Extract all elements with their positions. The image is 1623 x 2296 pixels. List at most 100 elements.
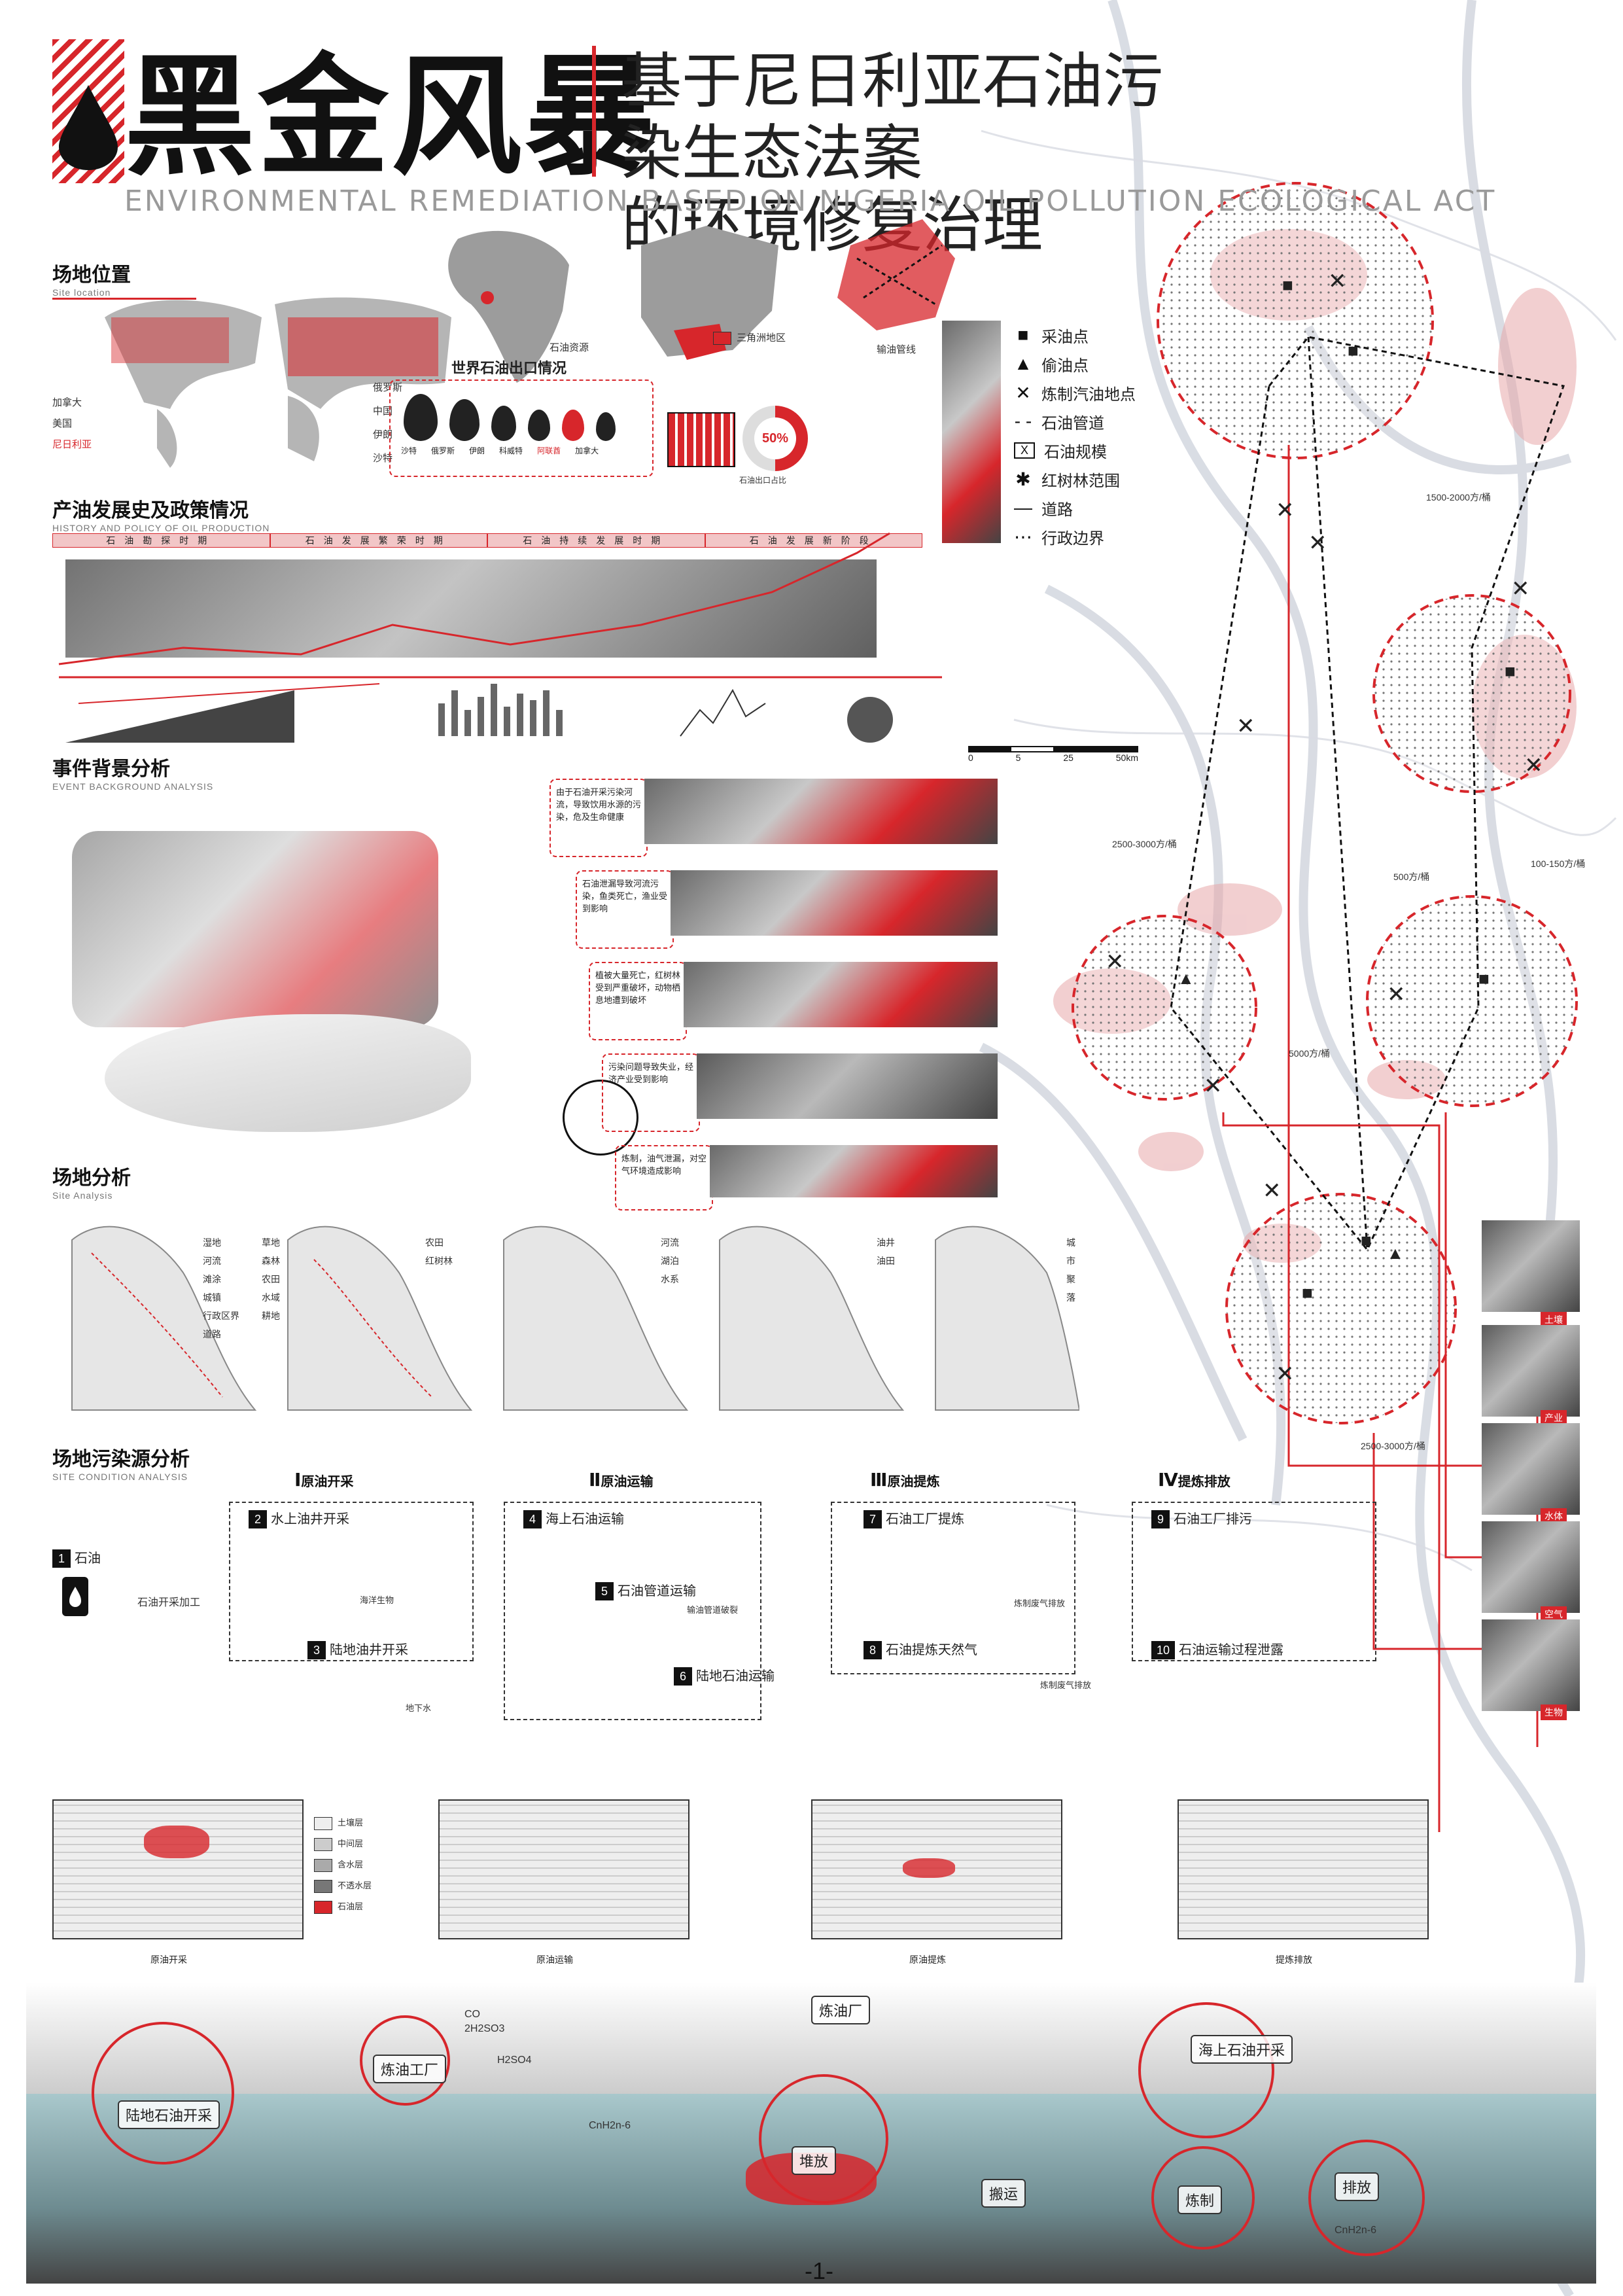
stage-3: Ⅲ原油提炼	[870, 1469, 939, 1491]
event-photo	[684, 962, 998, 1027]
mini-tag: 地下水	[406, 1703, 432, 1713]
section-heading: 场地位置	[52, 264, 131, 287]
soil-blocks: 原油开采 原油运输 原油提炼 提炼排放 土壤层 中间层 含水层 不透水层 石油层	[52, 1767, 1452, 1976]
legend-label: 农田	[425, 1237, 444, 1248]
red-patch-icon: ✱	[1015, 468, 1031, 489]
country-label: 伊朗	[373, 429, 393, 440]
layer-label: 石油层	[338, 1901, 364, 1911]
export-country-labels: 沙特 俄罗斯 伊朗 科威特 阿联酋 加拿大	[391, 441, 652, 460]
section-underline	[52, 298, 196, 300]
bottom-scene: 陆地石油开采 炼油工厂 炼油厂 海上石油开采 排放 堆放 搬运 炼制 CO 2H…	[26, 1983, 1596, 2284]
step-num: 6	[674, 1667, 692, 1686]
chem-label: CO	[464, 2009, 480, 2020]
event-illustration	[72, 831, 438, 1027]
legend-item: ⋯行政边界	[1014, 522, 1136, 551]
export-country: 俄罗斯	[431, 446, 455, 455]
oil-barrel-icon	[62, 1577, 88, 1616]
step-num: 10	[1151, 1641, 1175, 1659]
title-block: 黑金风暴 基于尼日利亚石油污染生态法案 的环境修复治理 ENVIRONMENTA…	[52, 39, 1494, 260]
block-label: 原油开采	[150, 1954, 187, 1965]
legend-label: 农田	[262, 1274, 280, 1284]
scene-label: 炼油厂	[811, 1996, 871, 2024]
nigeria-map	[641, 226, 778, 360]
map3-legend: 河流 湖泊 水系	[661, 1233, 679, 1288]
chem-label: CnH2n-6	[1335, 2225, 1377, 2236]
event-section: 事件背景分析 EVENT BACKGROUND ANALYSIS 由于石油开采污…	[52, 752, 1007, 1210]
title-divider	[592, 46, 596, 177]
scene-label: 排放	[1335, 2172, 1380, 2201]
legend-item: —道路	[1014, 493, 1136, 522]
chem-label: 2H2SO3	[464, 2023, 505, 2034]
oil-drop-icon	[59, 85, 118, 170]
mini-tag: 炼制废气排放	[1014, 1598, 1066, 1608]
section-subheading: Site Analysis	[52, 1190, 113, 1201]
event-photo	[671, 870, 998, 936]
side-photo-tag: 生物	[1541, 1704, 1567, 1720]
event-photo	[644, 779, 998, 844]
legend-label: 红树林	[425, 1256, 453, 1266]
layer-label: 土壤层	[338, 1818, 364, 1828]
focus-circle	[1308, 2140, 1425, 2256]
event-text: 炼制，油气泄漏，对空气环境造成影响	[621, 1154, 707, 1176]
step-label: 石油提炼天然气	[886, 1643, 977, 1657]
step-label: 海上石油运输	[546, 1512, 624, 1527]
stage-4: Ⅳ提炼排放	[1158, 1469, 1230, 1491]
square-icon: ■	[1017, 325, 1029, 345]
layer-item: 石油层	[314, 1896, 372, 1917]
section-heading: 产油发展史及政策情况	[52, 499, 249, 522]
layer-label: 不透水层	[338, 1881, 372, 1890]
export-grid-chart	[667, 412, 735, 467]
history-photo-collage	[65, 559, 877, 658]
export-drops	[391, 381, 652, 441]
world-map	[105, 297, 451, 468]
legend-label: 油田	[877, 1256, 895, 1266]
stage-label: 提炼排放	[1178, 1474, 1230, 1489]
layer-item: 不透水层	[314, 1875, 372, 1896]
oil-drop-icon	[491, 406, 516, 441]
dotted-line-icon: ⋯	[1014, 526, 1032, 547]
layer-legend: 土壤层 中间层 含水层 不透水层 石油层	[314, 1812, 372, 1917]
country-label: 加拿大	[52, 397, 82, 408]
dash-line-icon: - -	[1014, 411, 1032, 431]
stage-box-4	[1132, 1502, 1376, 1661]
stage-label: 原油运输	[601, 1474, 654, 1489]
chem-label: H2SO4	[497, 2055, 532, 2066]
side-photo	[1482, 1423, 1580, 1515]
soil-block-4	[1178, 1799, 1429, 1939]
legend-photo-strip	[942, 321, 1001, 543]
stage-roman: Ⅳ	[1158, 1469, 1178, 1491]
legend-label: 水系	[661, 1274, 679, 1284]
map1-legend: 湿地 河流 滩涂 城镇 行政区界 道路	[203, 1233, 239, 1343]
scene-label: 海上石油开采	[1191, 2035, 1293, 2064]
africa-map	[448, 230, 569, 383]
scale-label: 25	[1063, 752, 1073, 763]
scene-label: 炼油工厂	[373, 2055, 447, 2083]
step-label: 石油管道运输	[618, 1584, 696, 1598]
legend-item: ✕炼制汽油地点	[1014, 378, 1136, 407]
country-label: 尼日利亚	[52, 439, 92, 450]
block-label: 提炼排放	[1276, 1954, 1312, 1965]
export-country: 伊朗	[469, 446, 485, 455]
export-note: 石油出口占比	[739, 476, 787, 485]
focus-circle	[1138, 2002, 1274, 2138]
world-country-labels: 加拿大 美国 尼日利亚	[52, 393, 92, 455]
layer-item: 含水层	[314, 1854, 372, 1875]
section-heading: 场地污染源分析	[52, 1448, 190, 1471]
step-label: 陆地油井开采	[330, 1643, 408, 1657]
step-num: 9	[1151, 1510, 1170, 1528]
event-delta-3d	[105, 1014, 471, 1132]
export-country: 阿联酋	[537, 446, 561, 455]
step-label: 水上油井开采	[271, 1512, 349, 1527]
step-num: 8	[864, 1641, 882, 1659]
oil-drop-icon	[562, 410, 584, 441]
export-donut: 50%	[742, 406, 808, 471]
focus-circle	[1151, 2146, 1255, 2250]
history-section: 产油发展史及政策情况 HISTORY AND POLICY OF OIL PRO…	[52, 494, 955, 743]
stage-box-1	[229, 1502, 474, 1661]
country-label: 中国	[373, 406, 393, 417]
